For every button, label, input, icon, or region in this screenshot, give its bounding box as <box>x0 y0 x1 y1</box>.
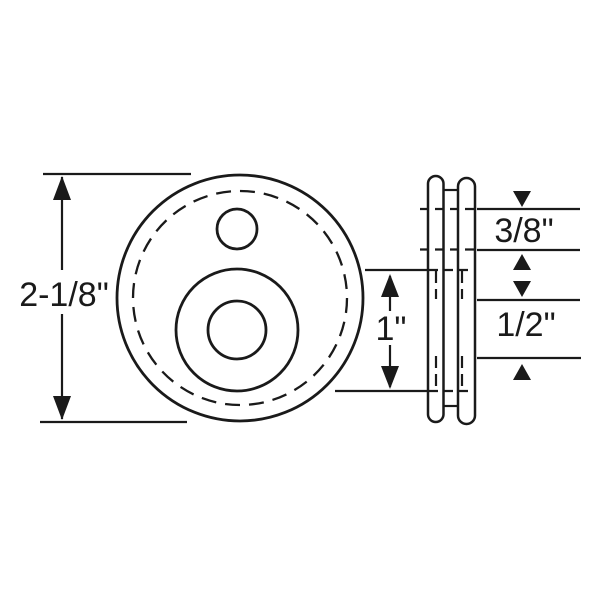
side-view <box>420 174 477 426</box>
arrow-up-icon <box>381 274 399 297</box>
groove-dashed-circle <box>131 189 349 407</box>
boss-circle <box>174 267 300 393</box>
arrow-down-icon <box>513 281 531 297</box>
arrow-down-icon <box>381 366 399 389</box>
dimension-boss-diameter: 1" <box>335 268 427 393</box>
dimension-center-hole: 1/2" <box>477 281 581 380</box>
right-flange-profile <box>456 176 477 426</box>
front-view <box>115 173 365 423</box>
arrow-down-icon <box>53 396 71 420</box>
arrow-up-icon <box>513 254 531 270</box>
arrow-up-icon <box>53 176 71 200</box>
small-hole-circle <box>215 207 259 251</box>
left-flange-profile <box>426 174 445 424</box>
dimension-small-hole: 3/8" <box>477 191 580 270</box>
boss-diameter-label: 1" <box>376 310 407 348</box>
arrow-down-icon <box>513 191 531 207</box>
dimension-outer-diameter: 2-1/8" <box>19 172 191 424</box>
center-hole-circle <box>206 299 268 361</box>
center-hole-label: 1/2" <box>496 306 555 344</box>
outer-flange-circle <box>115 173 365 423</box>
arrow-up-icon <box>513 364 531 380</box>
outer-diameter-label: 2-1/8" <box>19 276 109 314</box>
small-hole-label: 3/8" <box>494 212 553 250</box>
